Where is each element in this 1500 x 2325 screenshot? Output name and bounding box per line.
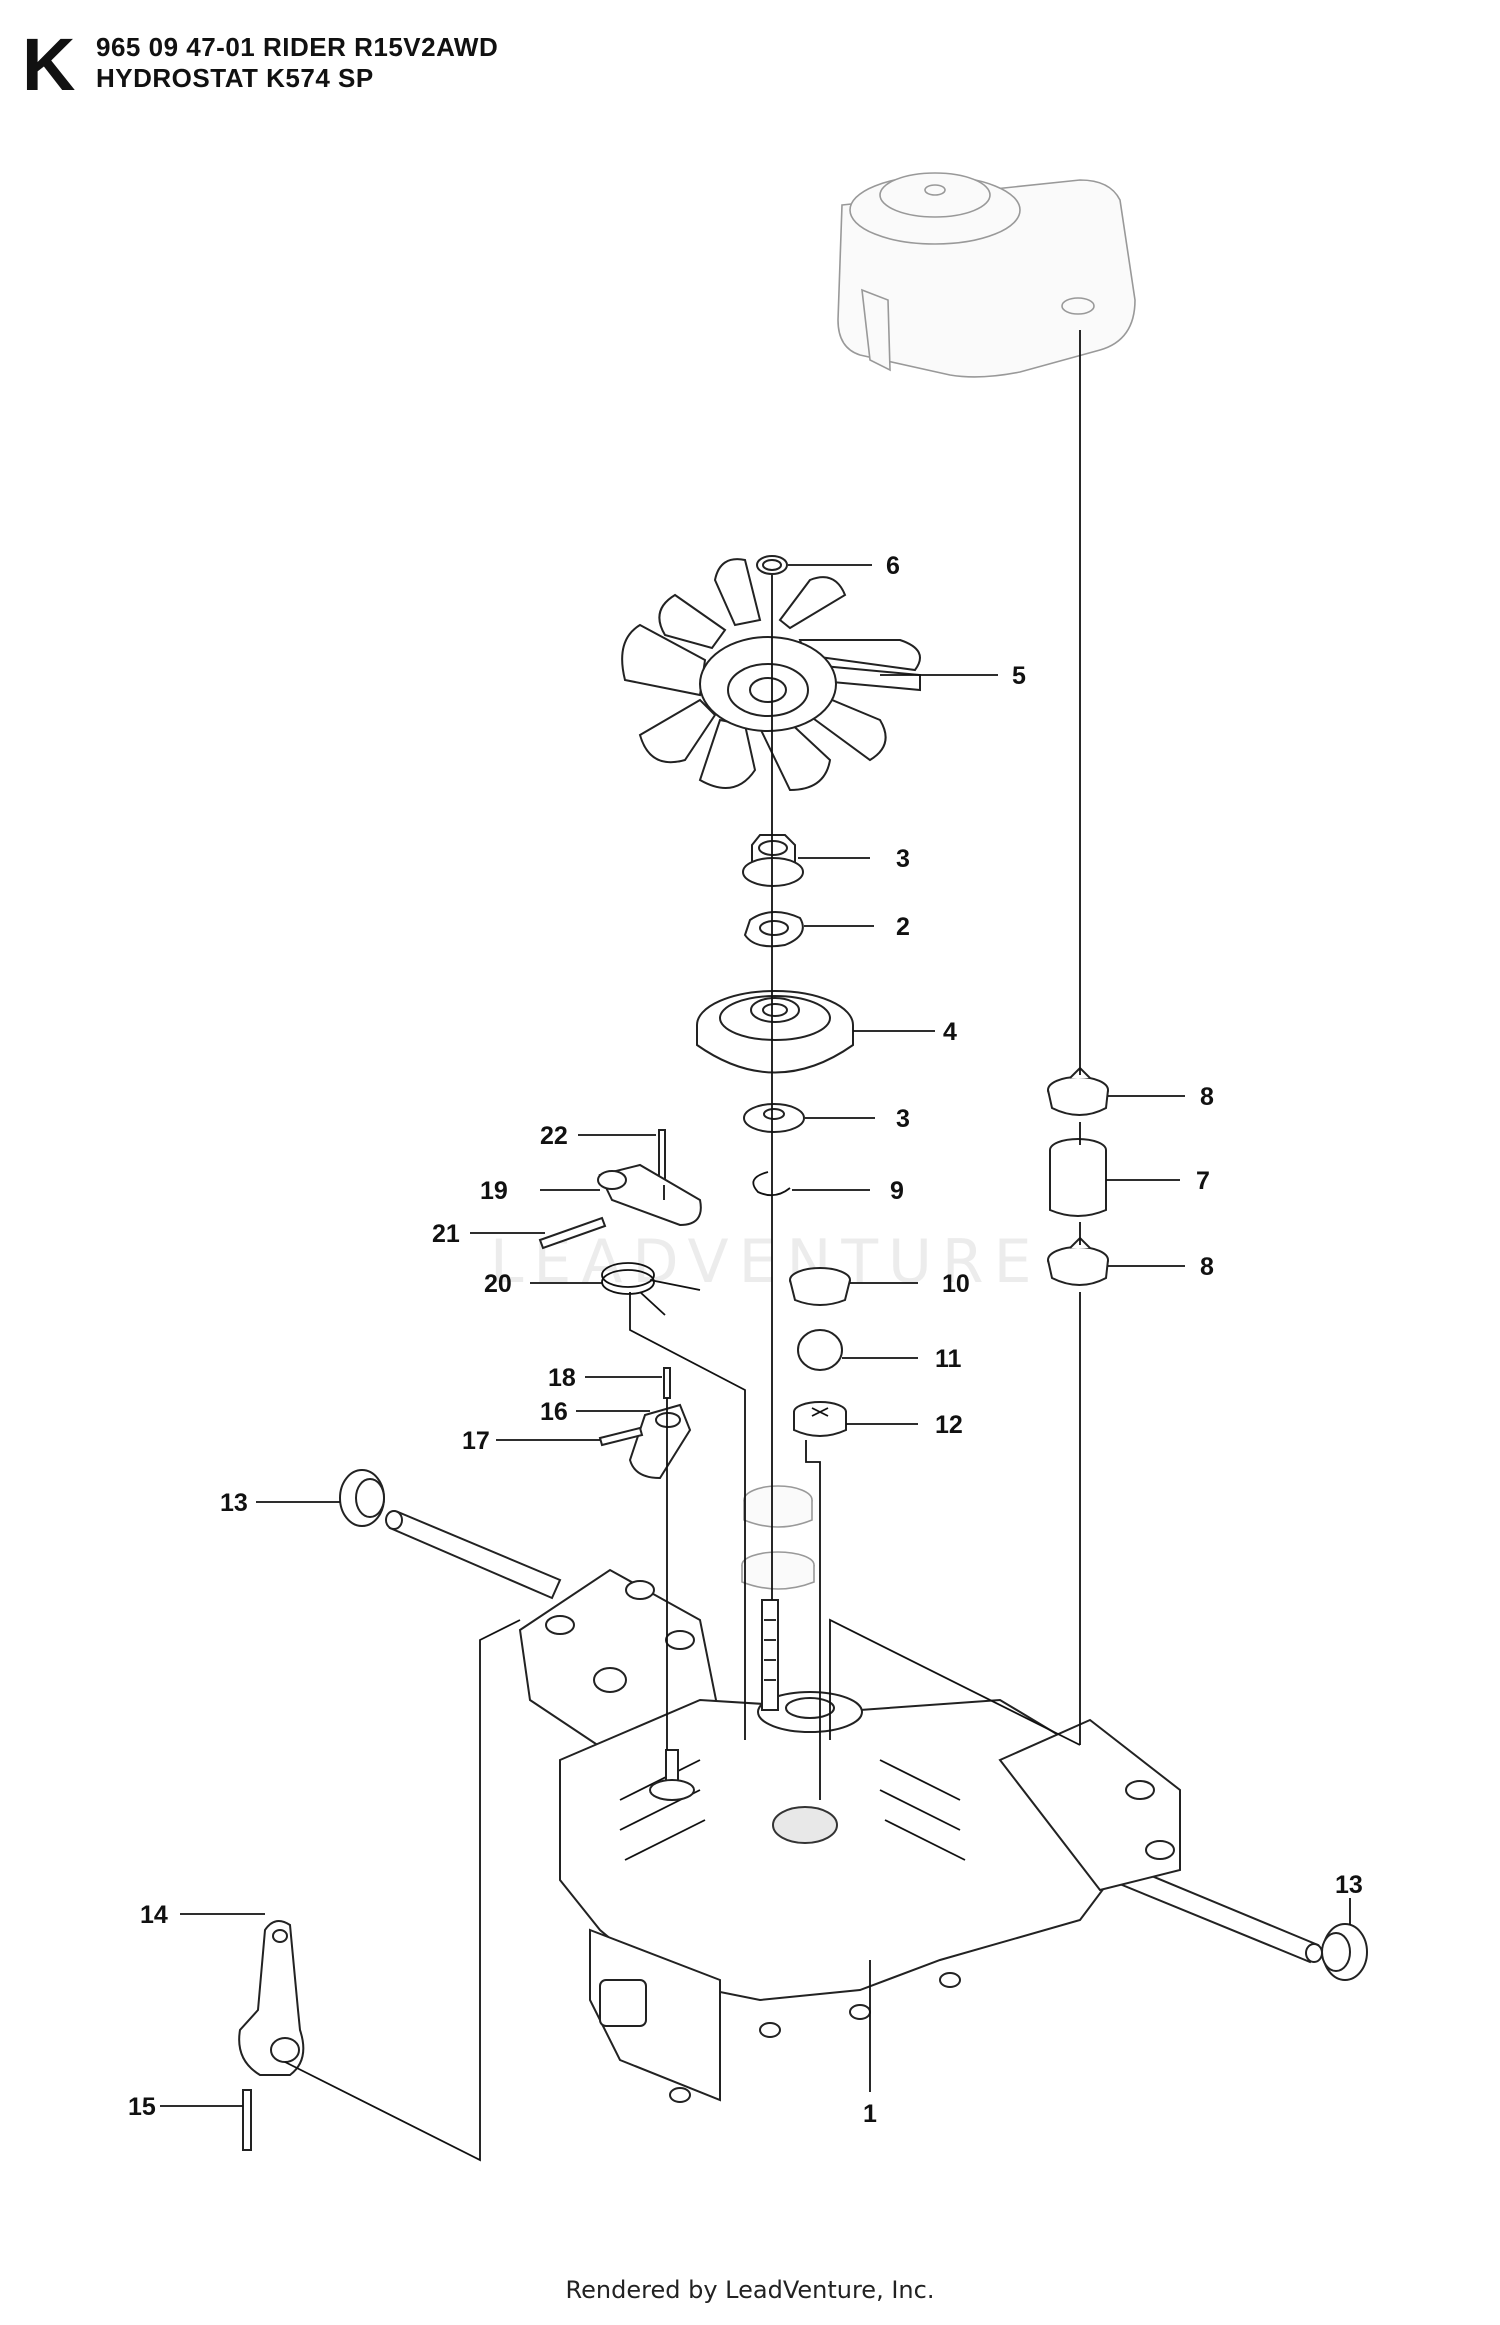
callout-8-upper: 8 xyxy=(1200,1083,1214,1111)
callout-15: 15 xyxy=(128,2093,156,2121)
watermark-text: LEADVENTURE xyxy=(490,1227,1042,1297)
callout-labels: 6 5 3 2 4 3 9 8 7 8 22 19 21 20 10 11 12… xyxy=(128,552,1363,2128)
part-3-nut-upper xyxy=(742,834,804,887)
callout-18: 18 xyxy=(548,1364,576,1392)
part-1-transaxle-housing xyxy=(385,1510,1323,2103)
part-4-pulley xyxy=(696,990,854,1074)
callout-13-right: 13 xyxy=(1335,1871,1363,1899)
engine-reference xyxy=(837,172,1136,378)
callout-20: 20 xyxy=(484,1270,512,1298)
callout-3-lower: 3 xyxy=(896,1105,910,1133)
part-11-disc xyxy=(797,1329,843,1371)
part-19-control-arm xyxy=(597,1163,702,1227)
part-3-spacer-lower xyxy=(743,1103,805,1133)
part-9-circlip xyxy=(752,1171,791,1197)
callout-16: 16 xyxy=(540,1398,568,1426)
callout-12: 12 xyxy=(935,1411,963,1439)
callout-22: 22 xyxy=(540,1122,568,1150)
callout-17: 17 xyxy=(462,1427,490,1455)
assembly-title: HYDROSTAT K574 SP xyxy=(96,63,374,93)
part-18-pin xyxy=(663,1367,671,1399)
callout-2: 2 xyxy=(896,913,910,941)
part-2-washer xyxy=(743,911,804,948)
callout-19: 19 xyxy=(480,1177,508,1205)
model-title: 965 09 47-01 RIDER R15V2AWD xyxy=(96,32,499,62)
callout-8-lower: 8 xyxy=(1200,1253,1214,1281)
callout-7: 7 xyxy=(1196,1167,1210,1195)
shaft-bearing xyxy=(741,1485,815,1590)
callout-21: 21 xyxy=(432,1220,460,1248)
callout-6: 6 xyxy=(886,552,900,580)
callout-10: 10 xyxy=(942,1270,970,1298)
callout-11: 11 xyxy=(935,1345,962,1373)
part-5-cooling-fan xyxy=(621,558,921,792)
part-7-hose-sleeve xyxy=(1049,1138,1107,1217)
part-6-retaining-ring xyxy=(756,555,788,575)
part-15-pin xyxy=(242,2089,252,2151)
callout-leaders xyxy=(160,564,1351,2107)
part-13-axle-seal-right xyxy=(1321,1923,1368,1981)
assembly-guide-lines xyxy=(284,330,1081,2162)
callout-13-left: 13 xyxy=(220,1489,248,1517)
part-17-pin xyxy=(598,1426,644,1447)
part-8-clamp-upper xyxy=(1047,1066,1109,1116)
part-12-plug xyxy=(793,1401,847,1437)
part-8-clamp-lower xyxy=(1047,1236,1109,1286)
part-13-axle-seal-left xyxy=(339,1469,385,1527)
part-14-lever xyxy=(238,1920,305,2076)
callout-9: 9 xyxy=(890,1177,904,1205)
callout-4: 4 xyxy=(943,1018,957,1046)
part-20-spring xyxy=(601,1262,701,1316)
callout-3-upper: 3 xyxy=(896,845,910,873)
callout-5: 5 xyxy=(1012,662,1026,690)
footer-credit: Rendered by LeadVenture, Inc. xyxy=(565,2276,935,2304)
callout-14: 14 xyxy=(140,1901,168,1929)
callout-1: 1 xyxy=(863,2100,877,2128)
part-16-control-arm xyxy=(628,1403,692,1480)
part-10-cap xyxy=(789,1267,851,1306)
sheet-letter: K xyxy=(22,23,76,106)
part-21-pin xyxy=(538,1216,607,1250)
